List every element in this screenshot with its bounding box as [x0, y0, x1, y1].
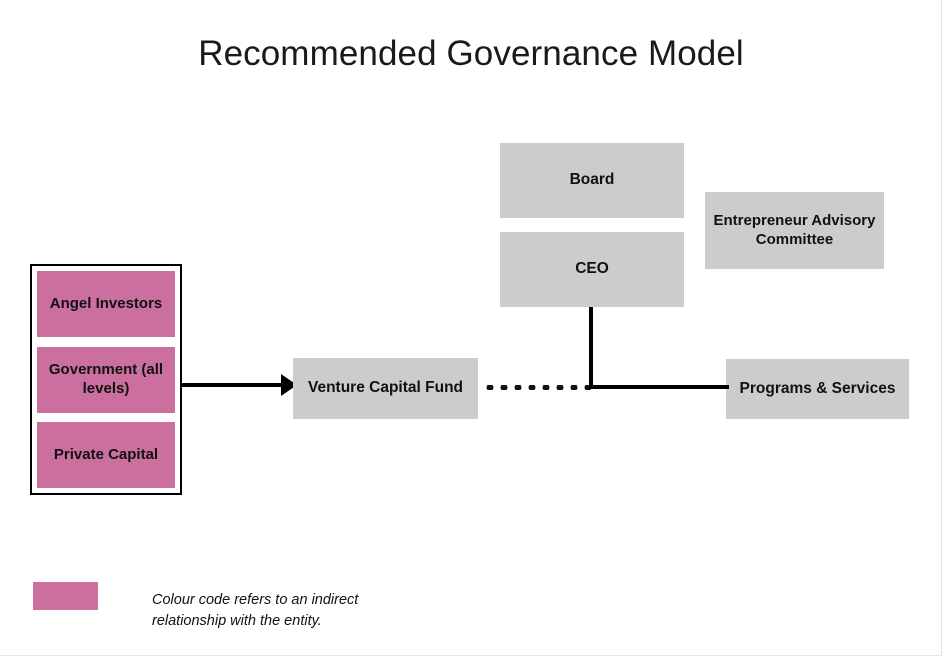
funding-source-angel-investors[interactable]: Angel Investors	[37, 271, 175, 337]
node-entrepreneur-advisory-committee[interactable]: Entrepreneur Advisory Committee	[705, 192, 884, 269]
legend-color-swatch	[33, 582, 98, 610]
connector-ceo-to-junction	[589, 307, 593, 389]
connector-junction-to-programs	[589, 385, 729, 389]
connector-funding-to-vcfund	[182, 383, 282, 387]
funding-source-government[interactable]: Government (all levels)	[37, 346, 175, 413]
node-venture-capital-fund[interactable]: Venture Capital Fund	[293, 358, 478, 419]
legend-label: Colour code refers to an indirect relati…	[152, 592, 359, 629]
node-programs-and-services[interactable]: Programs & Services	[726, 359, 909, 419]
funding-sources-group: Angel Investors Government (all levels) …	[30, 264, 182, 495]
node-ceo[interactable]: CEO	[500, 232, 684, 307]
node-board[interactable]: Board	[500, 143, 684, 218]
connector-vcfund-to-junction-dotted	[483, 385, 591, 390]
page-title: Recommended Governance Model	[198, 34, 744, 73]
funding-source-private-capital[interactable]: Private Capital	[37, 422, 175, 488]
